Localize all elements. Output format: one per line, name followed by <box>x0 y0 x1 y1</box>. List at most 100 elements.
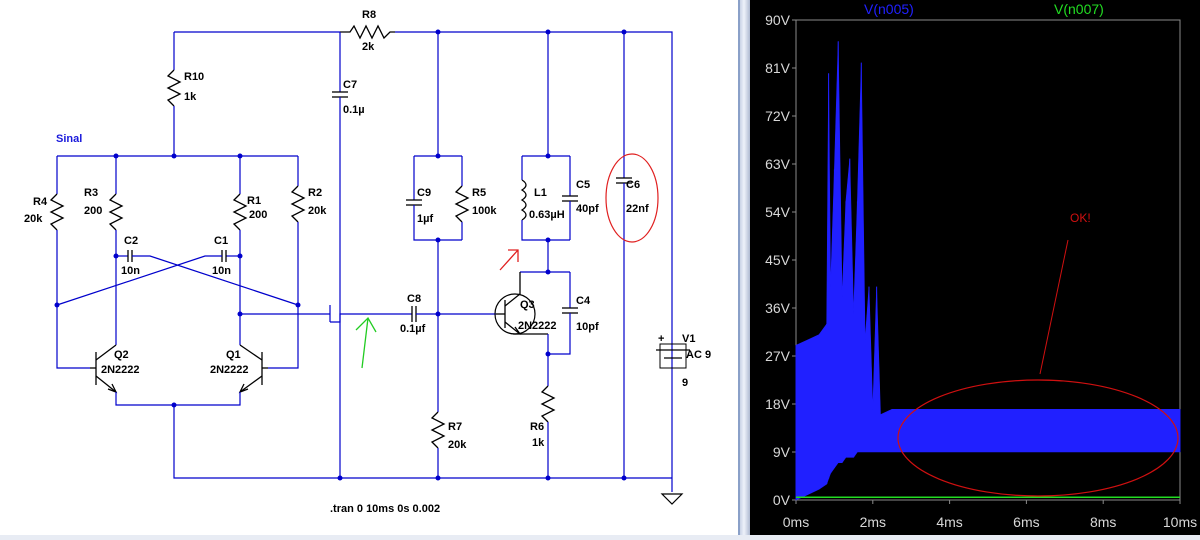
y-tick-label: 0V <box>773 492 791 508</box>
q2-emitter <box>95 375 117 393</box>
spice-directive[interactable]: .tran 0 10ms 0s 0.002 <box>330 503 440 515</box>
resistor-r2[interactable] <box>290 185 306 223</box>
q3-collector <box>504 272 521 307</box>
wire <box>132 255 299 306</box>
resistor-r3[interactable] <box>108 193 124 231</box>
v1-plus: + <box>658 333 664 345</box>
y-tick-label: 90V <box>765 12 791 28</box>
r8-value: 2k <box>362 41 375 53</box>
y-tick-label: 81V <box>765 60 791 76</box>
c6-value: 22nf <box>626 203 649 215</box>
schematic-pane[interactable]: R8 2k R10 1k C7 0.1µ Sinal R4 20k R3 200… <box>0 0 740 535</box>
junction <box>237 253 243 259</box>
q2-name: Q2 <box>114 349 129 361</box>
r1-value: 200 <box>249 209 267 221</box>
v1-body <box>659 343 687 369</box>
q1-name: Q1 <box>226 349 241 361</box>
junction <box>54 302 60 308</box>
resistor-r6[interactable] <box>540 385 556 423</box>
c8-name: C8 <box>407 293 421 305</box>
c4-value: 10pf <box>576 321 599 333</box>
q1-arrow <box>238 383 249 394</box>
v1-extra: 9 <box>682 377 688 389</box>
y-tick-label: 27V <box>765 348 791 364</box>
junction <box>113 253 119 259</box>
r10-name: R10 <box>184 71 204 83</box>
r3-name: R3 <box>84 187 98 199</box>
trace-label-n005[interactable]: V(n005) <box>864 1 914 17</box>
annotation-ok-text: OK! <box>1070 211 1091 225</box>
resistor-r7[interactable] <box>430 411 446 449</box>
resistor-r1[interactable] <box>232 193 248 231</box>
q2-collector <box>95 344 117 361</box>
r7-name: R7 <box>448 421 462 433</box>
c8-value: 0.1µf <box>400 323 426 335</box>
annotation-pointer-line <box>1039 239 1069 375</box>
resistor-r4[interactable] <box>49 193 65 231</box>
series-layer <box>795 41 1181 501</box>
c1-value: 10n <box>212 265 231 277</box>
v1-value: AC 9 <box>686 349 711 361</box>
x-tick-label: 10ms <box>1163 514 1197 530</box>
annotation-highlight-ellipse <box>897 379 1179 497</box>
green-arrow-annotation <box>355 316 377 369</box>
wire <box>521 220 570 241</box>
r2-name: R2 <box>308 187 322 199</box>
highlight-circle-c6 <box>605 153 659 243</box>
wire <box>173 405 672 479</box>
q1-collector <box>239 344 263 361</box>
r3-value: 200 <box>84 205 102 217</box>
junction <box>435 29 441 35</box>
wire <box>548 313 571 355</box>
resistor-r8[interactable] <box>340 24 395 40</box>
c2-name: C2 <box>124 235 138 247</box>
c5-name: C5 <box>576 179 590 191</box>
y-tick-label: 18V <box>765 396 791 412</box>
r6-name: R6 <box>530 421 544 433</box>
c9-value: 1µf <box>417 213 433 225</box>
r5-value: 100k <box>472 205 497 217</box>
wire <box>413 205 462 241</box>
trace-label-n007[interactable]: V(n007) <box>1054 1 1104 17</box>
c7-value: 0.1µ <box>343 104 365 116</box>
c7-name: C7 <box>343 79 357 91</box>
wire <box>268 222 299 369</box>
q2-value: 2N2222 <box>101 364 140 376</box>
x-tick-label: 6ms <box>1013 514 1039 530</box>
pane-splitter[interactable] <box>740 0 750 535</box>
junction <box>171 153 177 159</box>
y-tick-label: 9V <box>773 444 791 460</box>
r4-value: 20k <box>24 213 43 225</box>
wire <box>330 313 412 323</box>
schematic-canvas[interactable]: R8 2k R10 1k C7 0.1µ Sinal R4 20k R3 200… <box>0 0 738 535</box>
l1-name: L1 <box>534 187 547 199</box>
r4-name: R4 <box>33 196 48 208</box>
y-tick-label: 54V <box>765 204 791 220</box>
y-tick-label: 63V <box>765 156 791 172</box>
resistor-r10[interactable] <box>166 69 182 107</box>
q3-arrow <box>513 326 522 335</box>
junction <box>545 29 551 35</box>
r6-value: 1k <box>532 437 545 449</box>
ground-icon <box>660 493 684 505</box>
junction <box>621 29 627 35</box>
l1-value: 0.63µH <box>529 209 565 221</box>
wire <box>395 31 673 492</box>
x-tick-label: 4ms <box>936 514 962 530</box>
q3-name: Q3 <box>520 299 535 311</box>
red-arrow-annotation <box>499 249 519 271</box>
r8-name: R8 <box>362 9 376 21</box>
inductor-l1[interactable] <box>520 179 527 221</box>
x-tick-label: 0ms <box>783 514 809 530</box>
x-tick-label: 8ms <box>1090 514 1116 530</box>
wire <box>56 230 90 369</box>
q1-value: 2N2222 <box>210 364 249 376</box>
junction <box>545 351 551 357</box>
c1-name: C1 <box>214 235 228 247</box>
resistor-r5[interactable] <box>454 185 470 223</box>
x-tick-label: 2ms <box>860 514 886 530</box>
r7-value: 20k <box>448 439 467 451</box>
